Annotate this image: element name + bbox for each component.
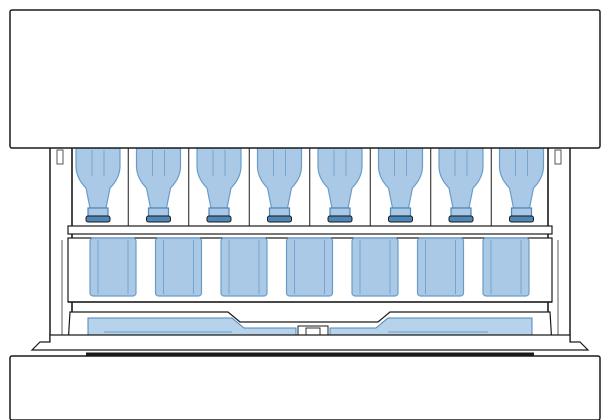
tray-block <box>351 237 399 297</box>
bottle-neck <box>510 207 533 217</box>
bottle-body <box>498 147 545 209</box>
upper-shelf <box>67 225 553 239</box>
bottle-cap <box>267 215 292 223</box>
right-frame-slot <box>554 149 562 165</box>
tray-block-row <box>89 237 530 297</box>
bottle-cap <box>388 215 413 223</box>
bottle-neck <box>450 207 472 217</box>
bottle-body <box>317 147 363 209</box>
bottle-row <box>75 147 545 226</box>
tray-block <box>154 237 203 297</box>
tray-block <box>89 237 137 297</box>
bottle-cap <box>327 215 353 223</box>
bottle <box>438 147 484 223</box>
tray-block-body <box>351 237 399 297</box>
bottle <box>498 147 545 223</box>
bottle <box>317 147 363 223</box>
left-frame-slot <box>56 149 64 165</box>
base-step-outline <box>30 334 590 351</box>
lower-panel <box>9 355 601 420</box>
bottle-body <box>438 147 484 209</box>
tray-block <box>482 237 530 297</box>
bottle-body <box>196 147 242 209</box>
bottle <box>377 147 424 223</box>
tray-block-body <box>220 237 268 297</box>
bottle-neck <box>329 207 351 217</box>
bottle-body <box>377 147 424 209</box>
bottle-neck <box>87 207 109 217</box>
tray-block-body <box>154 237 203 297</box>
tray-block <box>220 237 268 297</box>
bottle-neck <box>389 207 412 217</box>
bottle-neck <box>147 207 170 217</box>
bottle-cap <box>509 215 534 223</box>
upper-panel <box>9 9 601 149</box>
bottle <box>256 147 303 223</box>
bottle-cap <box>146 215 171 223</box>
bottle-cap <box>85 215 111 223</box>
cabinet-frame <box>49 144 571 346</box>
tray-block <box>416 237 465 297</box>
bottle-cap <box>448 215 474 223</box>
lower-tray <box>67 237 553 303</box>
bottle-cap <box>206 215 232 223</box>
bottle-body <box>135 147 182 209</box>
tray-block-body <box>89 237 137 297</box>
bottle-neck <box>268 207 291 217</box>
bottle <box>135 147 182 223</box>
tray-block <box>285 237 334 297</box>
bottle-neck <box>208 207 230 217</box>
tray-block-body <box>285 237 334 297</box>
tray-block-body <box>416 237 465 297</box>
bottle-body <box>75 147 121 209</box>
upper-shelf-plate <box>67 225 553 235</box>
bottle <box>75 147 121 223</box>
bottle-body <box>256 147 303 209</box>
bottle <box>196 147 242 223</box>
tray-block-body <box>482 237 530 297</box>
